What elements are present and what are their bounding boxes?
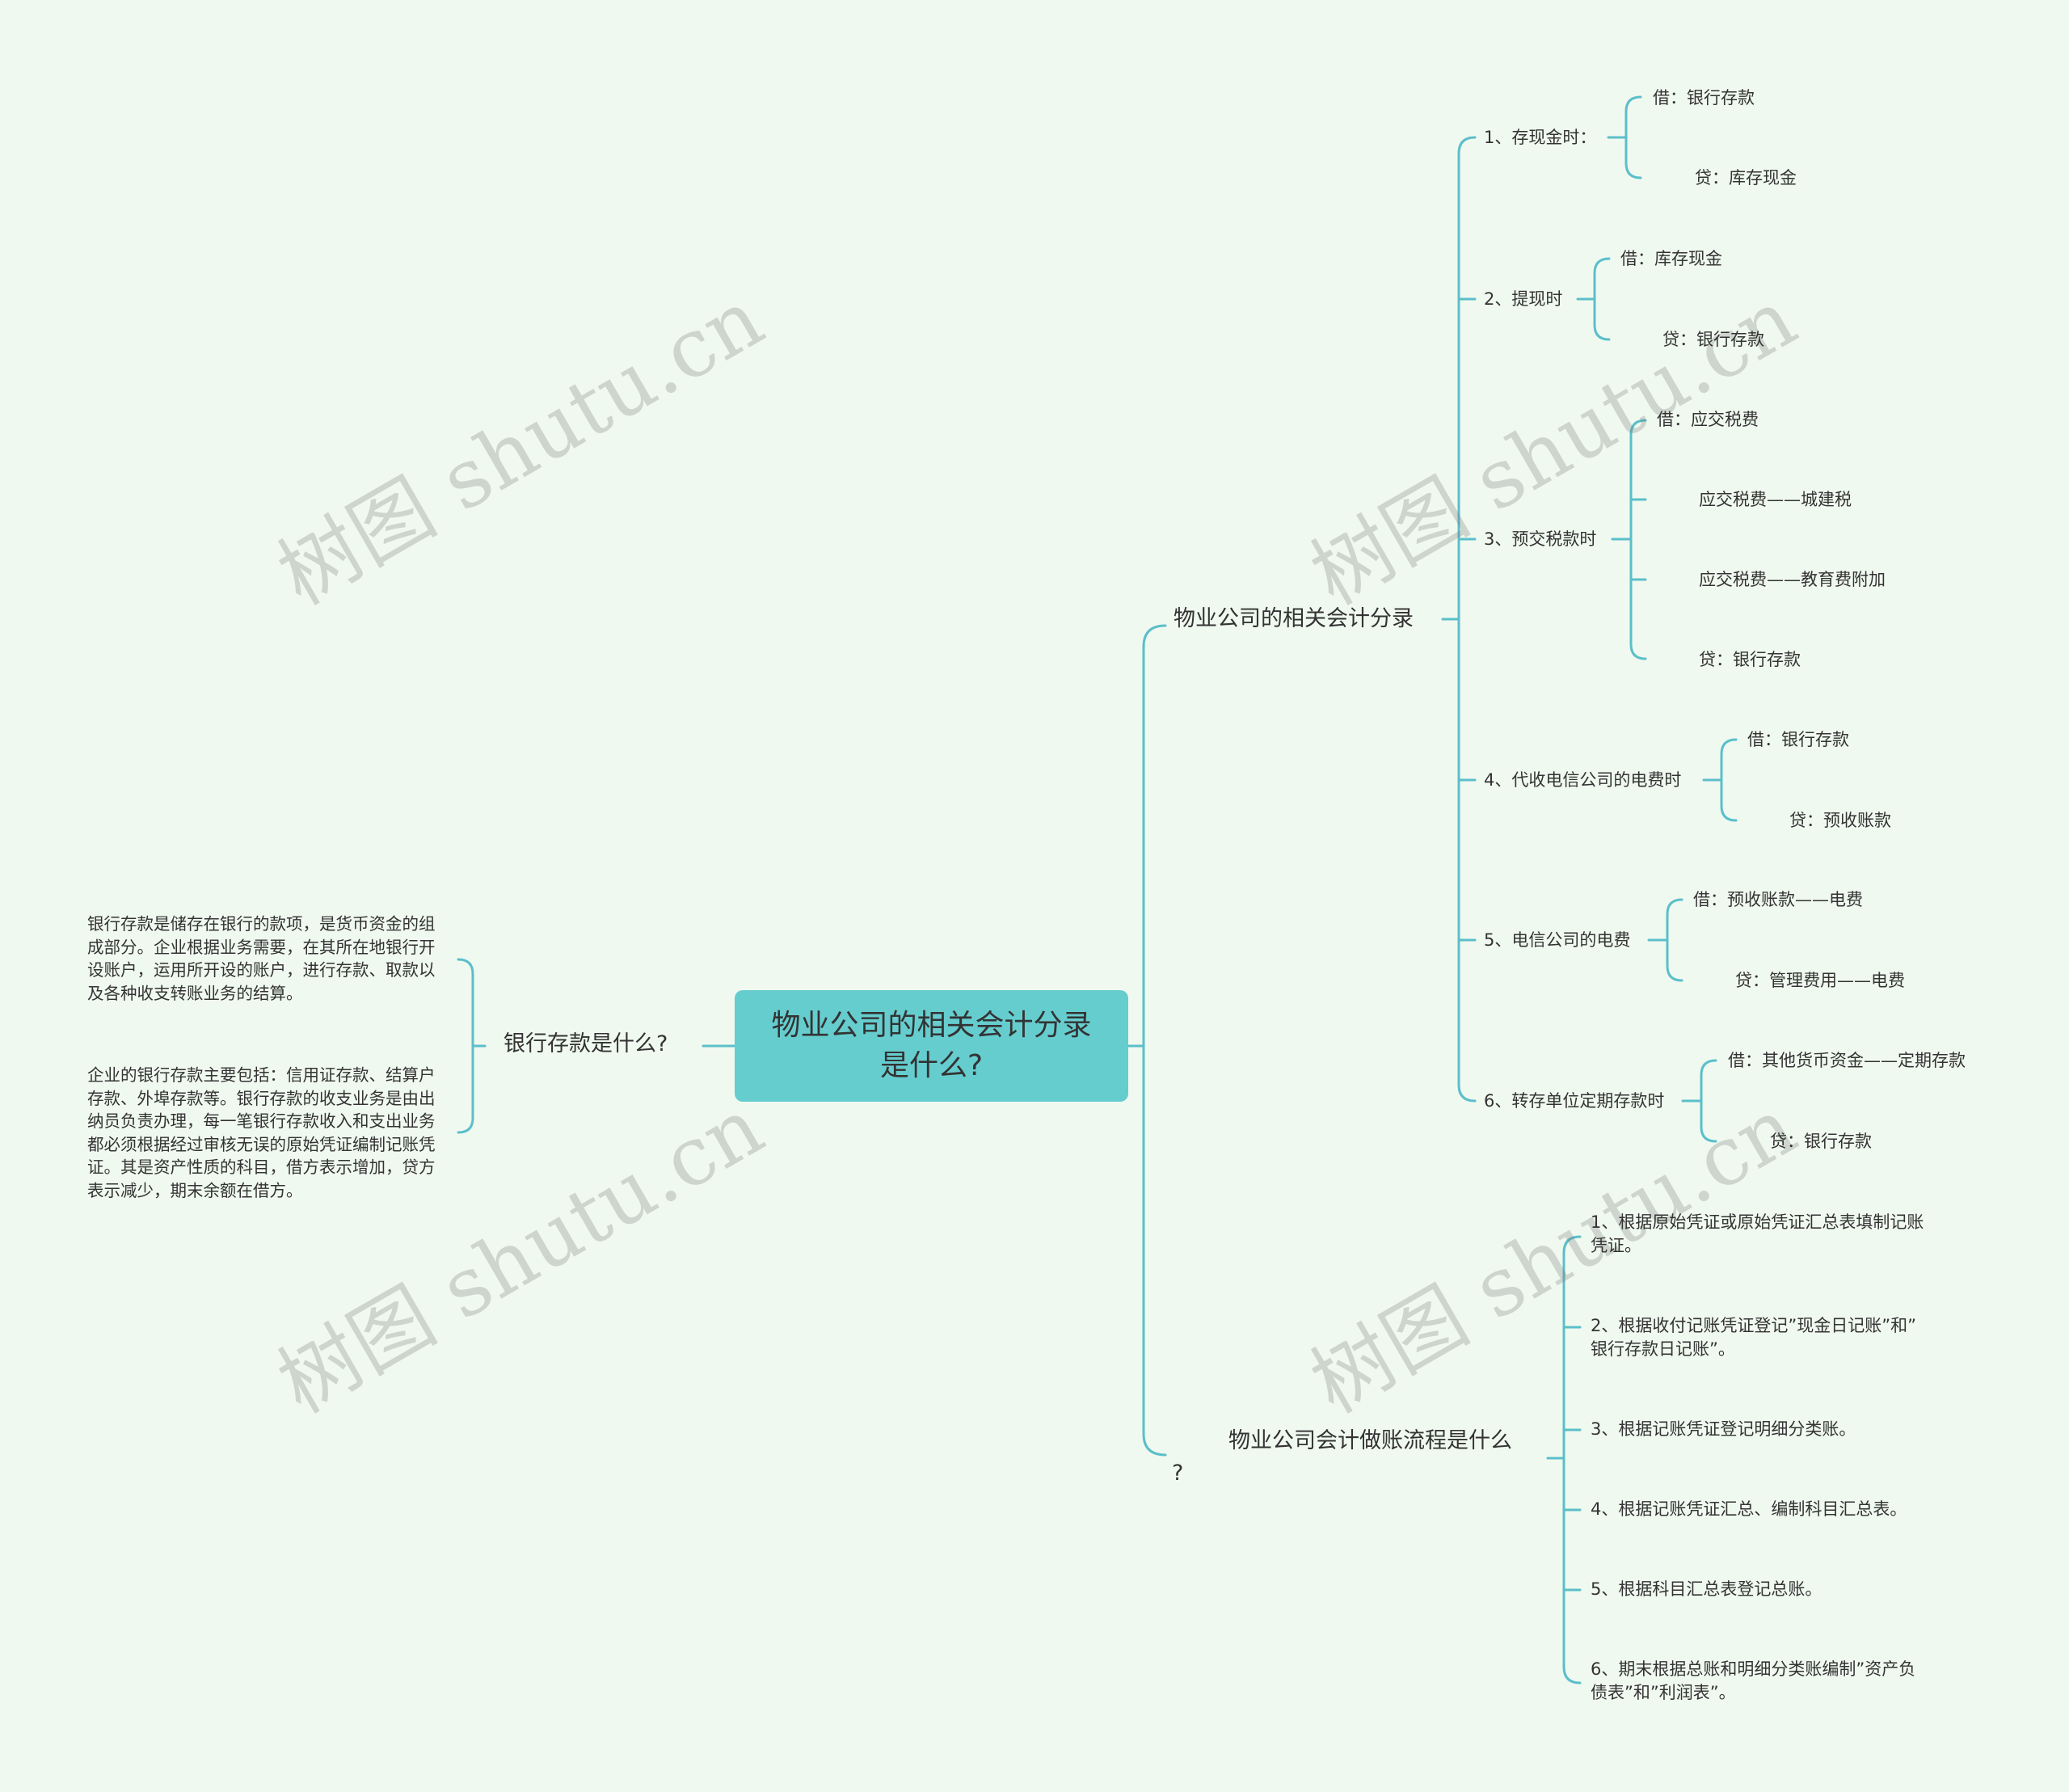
bracket-left-paragraphs [457, 958, 474, 1134]
process-step-cont: 凭证。 [1591, 1236, 1641, 1255]
paragraph-bank-deposit-content: 企业的银行存款主要包括：信用证存款、结算户存款、外埠存款等。银行存款的收支业务是… [87, 1065, 436, 1200]
entry-detail: 借：库存现金 [1620, 249, 1722, 268]
bracket-process [1562, 1235, 1582, 1684]
entry-detail: 贷：银行存款 [1699, 650, 1801, 669]
paragraph-bank-deposit-definition: 银行存款是储存在银行的款项，是货币资金的组成部分。企业根据业务需要，在其所在地银… [87, 914, 436, 1003]
process-step[interactable]: 6、期末根据总账和明细分类账编制”资产负 [1591, 1659, 1916, 1679]
entry-detail: 贷：银行存款 [1662, 330, 1764, 349]
process-step[interactable]: 5、根据科目汇总表登记总账。 [1591, 1579, 1822, 1599]
entry-detail: 借：其他货币资金——定期存款 [1728, 1051, 1966, 1070]
entry-item-4[interactable]: 4、代收电信公司的电费时 [1484, 770, 1682, 790]
process-step[interactable]: 1、根据原始凭证或原始凭证汇总表填制记账 [1591, 1212, 1924, 1232]
entry-detail: 贷：银行存款 [1770, 1132, 1872, 1151]
entry-item-6[interactable]: 6、转存单位定期存款时 [1484, 1091, 1665, 1111]
entry-detail: 借：应交税费 [1657, 410, 1759, 429]
bracket-root-right [1142, 624, 1167, 1457]
entry-detail: 借：预收账款——电费 [1693, 890, 1863, 909]
process-step-cont: 债表”和”利润表”。 [1591, 1683, 1736, 1702]
entry-detail: 贷：管理费用——电费 [1735, 971, 1905, 990]
process-step-cont: 银行存款日记账”。 [1591, 1339, 1735, 1359]
topic-bookkeeping-process[interactable]: 物业公司会计做账流程是什么 [1228, 1428, 1512, 1453]
entry-item-3[interactable]: 3、预交税款时 [1484, 529, 1597, 549]
entry-detail: 借：银行存款 [1747, 730, 1849, 749]
entry-detail: 应交税费——教育费附加 [1699, 570, 1886, 589]
root-line2: 是什么? [879, 1049, 984, 1082]
process-step[interactable]: 4、根据记账凭证汇总、编制科目汇总表。 [1591, 1499, 1907, 1519]
entry-detail: 应交税费——城建税 [1699, 490, 1852, 509]
entry-detail: 借：银行存款 [1653, 88, 1755, 108]
root-line1: 物业公司的相关会计分录 [771, 1009, 1092, 1042]
entry-item-5[interactable]: 5、电信公司的电费 [1484, 930, 1631, 950]
process-step[interactable]: 3、根据记账凭证登记明细分类账。 [1591, 1419, 1856, 1439]
entry-detail: 贷：预收账款 [1789, 811, 1891, 830]
entry-item-1[interactable]: 1、存现金时： [1484, 128, 1597, 147]
topic-accounting-entries[interactable]: 物业公司的相关会计分录 [1174, 606, 1414, 631]
entry-item-2[interactable]: 2、提现时 [1484, 289, 1563, 309]
process-step[interactable]: 2、根据收付记账凭证登记”现金日记账”和” [1591, 1316, 1916, 1335]
bracket-entries [1457, 136, 1477, 1103]
entry-detail: 贷：库存现金 [1695, 168, 1797, 188]
topic-bank-deposit[interactable]: 银行存款是什么? [504, 1031, 668, 1056]
topic-bookkeeping-process-suffix: ? [1172, 1461, 1184, 1486]
root-node[interactable]: 物业公司的相关会计分录 是什么? [735, 990, 1128, 1102]
